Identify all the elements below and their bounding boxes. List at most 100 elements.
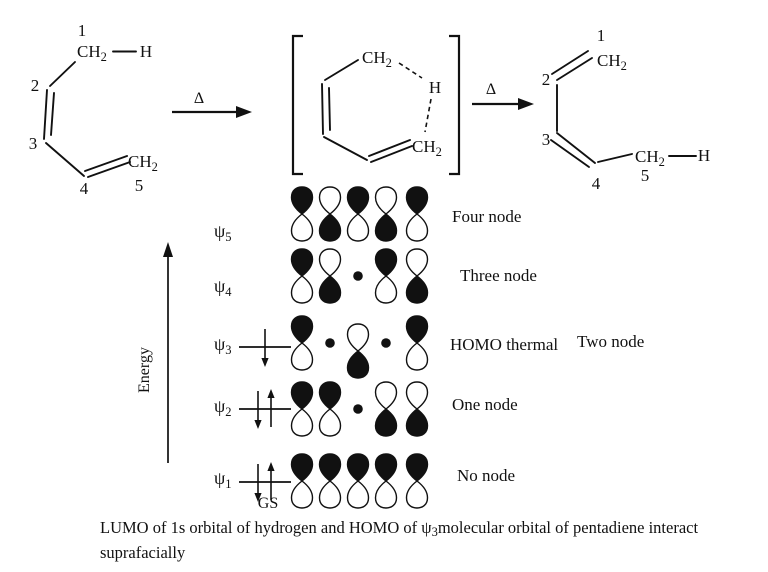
orbital-lobe-open xyxy=(290,213,314,242)
ts-c1-c2-bond xyxy=(324,59,359,81)
product-c1-number: 1 xyxy=(597,26,606,45)
orbital-lobe-shaded xyxy=(318,275,342,304)
mo-level-psi2: ψ2 One node xyxy=(214,381,518,437)
energy-arrow-head xyxy=(163,242,173,257)
product-h-atom: H xyxy=(698,146,710,165)
product-ch2-right: CH2 xyxy=(635,147,665,169)
electron-arrow-head xyxy=(267,389,275,398)
reactant-c4-c5-doublebond-a xyxy=(84,155,128,172)
electron-arrow-head xyxy=(254,493,262,502)
orbital-lobe-open xyxy=(318,408,342,437)
orbital-lobe-shaded xyxy=(346,186,370,215)
energy-axis-label: Energy xyxy=(136,347,153,393)
ts-c4-c5-doublebond-b xyxy=(370,145,413,163)
reactant-c5-number: 5 xyxy=(135,176,144,195)
reactant-c2-number: 2 xyxy=(31,76,40,95)
orbital-lobe-open xyxy=(346,213,370,242)
ts-c2-c3-doublebond-a xyxy=(321,83,324,135)
orbital-lobe-open xyxy=(346,480,370,509)
reactant-h-atom: H xyxy=(140,42,152,61)
orbital-lobe-shaded xyxy=(374,453,398,482)
caption-line2: suprafacially xyxy=(100,543,186,562)
reactant-c2-c3-doublebond-b xyxy=(50,92,55,136)
orbital-lobe-open xyxy=(405,213,429,242)
ts-partial-bond-h-c5 xyxy=(424,98,432,133)
delta-label-2: Δ xyxy=(486,81,496,98)
node-count-label: One node xyxy=(452,395,518,414)
electron-arrow-head xyxy=(254,420,262,429)
product-c3-c4-doublebond-b xyxy=(550,139,590,168)
reactant-c2-c3-doublebond-a xyxy=(43,89,48,140)
orbital-lobe-shaded xyxy=(346,453,370,482)
orbital-lobe-open xyxy=(405,381,429,410)
orbital-lobe-shaded xyxy=(290,381,314,410)
node-dot xyxy=(353,404,363,414)
ts-c3-c4-bond xyxy=(323,136,368,161)
reaction-arrow-1-head xyxy=(236,106,252,118)
psi-label: ψ4 xyxy=(214,276,232,299)
orbital-lobe-shaded xyxy=(290,248,314,277)
reactant-c4-number: 4 xyxy=(80,179,89,198)
ts-ch2-top: CH2 xyxy=(362,48,392,70)
node-dot xyxy=(353,271,363,281)
orbital-lobe-shaded xyxy=(318,453,342,482)
orbital-lobe-open xyxy=(374,186,398,215)
product-c3-c4-doublebond-a xyxy=(556,132,596,164)
ts-partial-bond-c1-h xyxy=(398,62,423,79)
node-dot xyxy=(325,338,335,348)
orbital-lobe-open xyxy=(374,480,398,509)
reaction-arrow-2-head xyxy=(518,98,534,110)
orbital-lobe-open xyxy=(374,381,398,410)
orbital-lobe-open xyxy=(405,248,429,277)
node-count-label: Two node xyxy=(577,332,644,351)
orbital-lobe-open xyxy=(318,248,342,277)
orbital-lobe-open xyxy=(318,186,342,215)
reactant-c1-c2-bond xyxy=(49,61,76,87)
psi-label: ψ2 xyxy=(214,396,232,419)
product-c4-c5-bond xyxy=(597,153,633,163)
reactant-structure: 1 CH2 H 2 3 4 CH2 5 xyxy=(29,21,158,198)
node-dot xyxy=(381,338,391,348)
psi-label: ψ1 xyxy=(214,468,232,491)
orbital-lobe-shaded xyxy=(318,381,342,410)
orbital-lobe-open xyxy=(290,480,314,509)
electron-arrow-head xyxy=(261,358,269,367)
reaction-arrow-1: Δ xyxy=(172,90,252,118)
psi-label: ψ5 xyxy=(214,221,232,244)
orbital-lobe-shaded xyxy=(374,213,398,242)
orbital-lobe-shaded xyxy=(405,453,429,482)
caption: LUMO of 1s orbital of hydrogen and HOMO … xyxy=(100,518,698,562)
reactant-ch2-right: CH2 xyxy=(128,152,158,174)
orbital-lobe-shaded xyxy=(374,248,398,277)
orbital-lobe-open xyxy=(290,275,314,304)
orbital-lobe-shaded xyxy=(405,408,429,437)
orbital-lobe-shaded xyxy=(318,213,342,242)
reactant-c3-number: 3 xyxy=(29,134,38,153)
transition-state-structure: CH2 H CH2 xyxy=(291,34,461,176)
node-count-label: No node xyxy=(457,466,515,485)
product-c4-number: 4 xyxy=(592,174,601,193)
ts-migrating-h: H xyxy=(429,78,441,97)
orbital-lobe-shaded xyxy=(290,315,314,344)
product-c2-number: 2 xyxy=(542,70,551,89)
orbital-lobe-open xyxy=(374,275,398,304)
product-c1-c2-doublebond-a xyxy=(556,57,593,81)
caption-line1: LUMO of 1s orbital of hydrogen and HOMO … xyxy=(100,518,698,539)
orbital-lobe-open xyxy=(346,323,370,352)
orbital-lobe-shaded xyxy=(290,453,314,482)
orbital-lobe-open xyxy=(405,342,429,371)
ground-state-label: GS xyxy=(258,495,278,512)
orbital-lobe-open xyxy=(405,480,429,509)
left-bracket xyxy=(291,34,303,176)
node-count-label: Three node xyxy=(460,266,537,285)
reactant-c1-number: 1 xyxy=(78,21,87,40)
orbital-lobe-shaded xyxy=(405,186,429,215)
delta-label-1: Δ xyxy=(194,90,204,107)
ts-c4-c5-doublebond-a xyxy=(368,139,411,157)
orbital-lobe-shaded xyxy=(405,275,429,304)
